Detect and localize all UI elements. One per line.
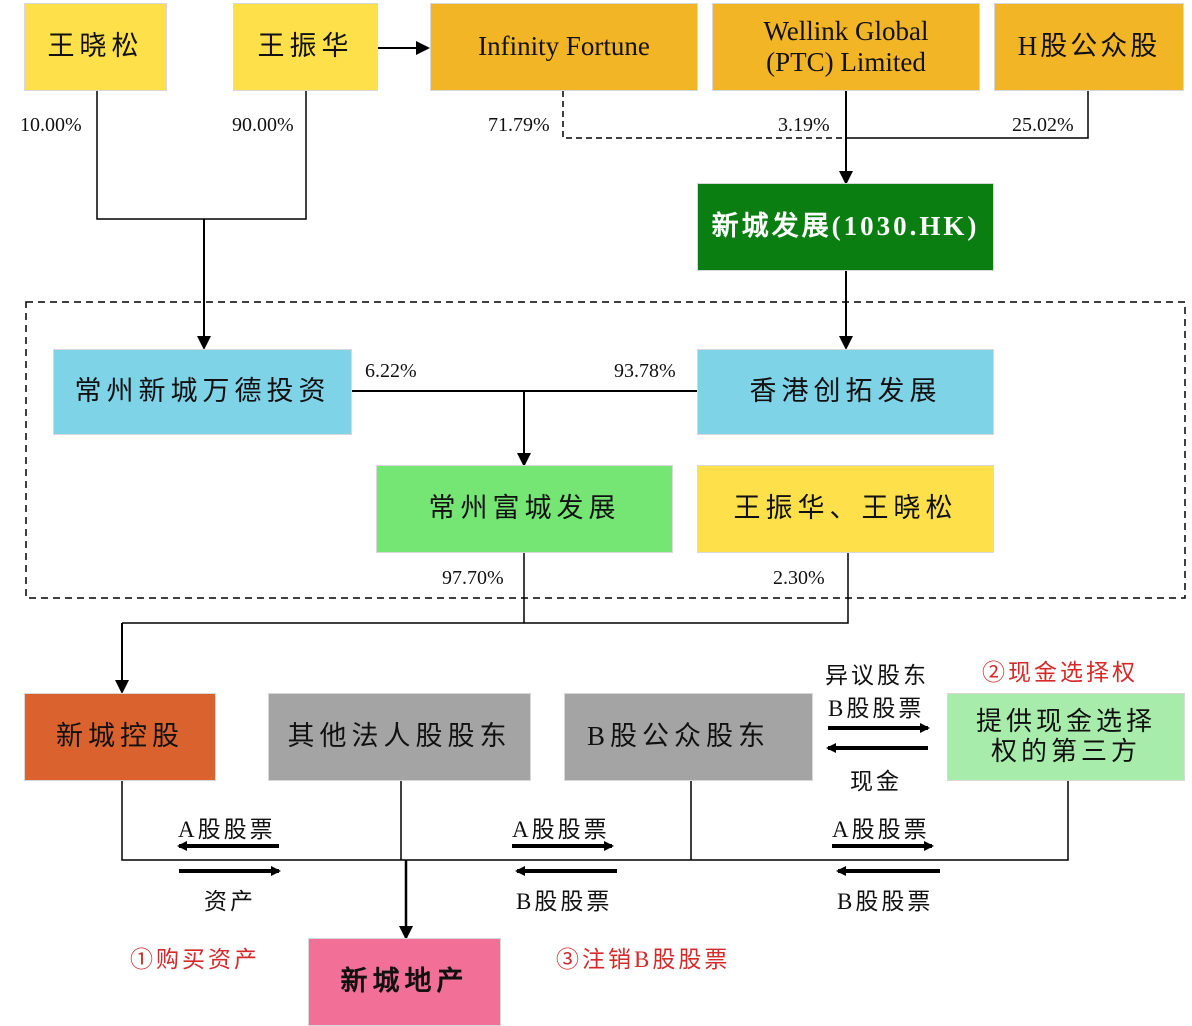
- flow-b-shares-dissent: B股股票: [828, 696, 925, 721]
- node-infinity-fortune: Infinity Fortune: [430, 3, 698, 91]
- node-other-legal: 其他法人股股东: [268, 693, 531, 781]
- node-b-public: B股公众股东: [564, 693, 813, 781]
- node-wang-xiaosong: 王晓松: [24, 3, 167, 91]
- wxs-line: [96, 91, 307, 220]
- node-label: 王晓松: [47, 31, 144, 62]
- step-1-label: ①购买资产: [130, 947, 260, 972]
- flow-dissent: 异议股东: [825, 663, 929, 688]
- node-xincheng-realestate: 新城地产: [308, 938, 501, 1026]
- node-label: B股公众股东: [587, 721, 771, 752]
- node-wellink: Wellink Global (PTC) Limited: [712, 3, 980, 91]
- pct-wang-both: 2.30%: [773, 567, 825, 589]
- node-label: Infinity Fortune: [478, 31, 650, 62]
- node-wang-both: 王振华、王晓松: [697, 465, 994, 553]
- pct-wellink: 3.19%: [778, 114, 830, 136]
- node-label: 香港创拓发展: [749, 376, 942, 407]
- node-third-party: 提供现金选择权的第三方: [947, 693, 1185, 781]
- infinity-dashed-line: [562, 91, 846, 139]
- node-fucheng: 常州富城发展: [376, 465, 673, 553]
- node-wang-zhenhua: 王振华: [233, 3, 378, 91]
- pct-wande: 6.22%: [365, 360, 417, 382]
- node-label: 新城发展(1030.HK): [711, 211, 980, 242]
- node-label: 常州富城发展: [428, 493, 621, 524]
- node-xincheng-development: 新城发展(1030.HK): [697, 183, 994, 271]
- pct-wzh: 90.00%: [232, 114, 294, 136]
- step-3-label: ③注销B股股票: [556, 947, 731, 972]
- flow-a-shares-2: A股股票: [512, 817, 610, 842]
- node-xincheng-holding: 新城控股: [24, 693, 216, 781]
- pct-h: 25.02%: [1012, 114, 1074, 136]
- pct-wxs: 10.00%: [20, 114, 82, 136]
- node-label: 新城地产: [340, 966, 469, 997]
- group-dashed-box: [25, 301, 1186, 599]
- step-2-label: ②现金选择权: [982, 660, 1138, 685]
- node-label: 王振华: [257, 31, 354, 62]
- node-label: 其他法人股股东: [287, 721, 512, 752]
- node-label: 常州新城万德投资: [74, 376, 331, 407]
- flow-cash: 现金: [850, 769, 902, 794]
- h-share-line: [846, 91, 1089, 139]
- node-label: 新城控股: [56, 721, 184, 752]
- node-wande: 常州新城万德投资: [53, 349, 352, 435]
- flow-a-shares-3: A股股票: [832, 817, 930, 842]
- flow-b-shares-2: B股股票: [516, 889, 613, 914]
- pct-infinity: 71.79%: [488, 114, 550, 136]
- flow-a-shares-1: A股股票: [178, 817, 276, 842]
- node-label: 王振华、王晓松: [733, 493, 958, 524]
- flow-b-shares-3: B股股票: [837, 889, 934, 914]
- pct-fucheng: 97.70%: [442, 567, 504, 589]
- node-label: Wellink Global (PTC) Limited: [763, 15, 929, 77]
- node-hk-chuangtuo: 香港创拓发展: [697, 349, 994, 435]
- node-label: 提供现金选择权的第三方: [975, 707, 1156, 766]
- node-label: H股公众股: [1017, 31, 1161, 62]
- pct-hk: 93.78%: [614, 360, 676, 382]
- flow-assets: 资产: [204, 889, 256, 914]
- node-h-public: H股公众股: [994, 3, 1184, 91]
